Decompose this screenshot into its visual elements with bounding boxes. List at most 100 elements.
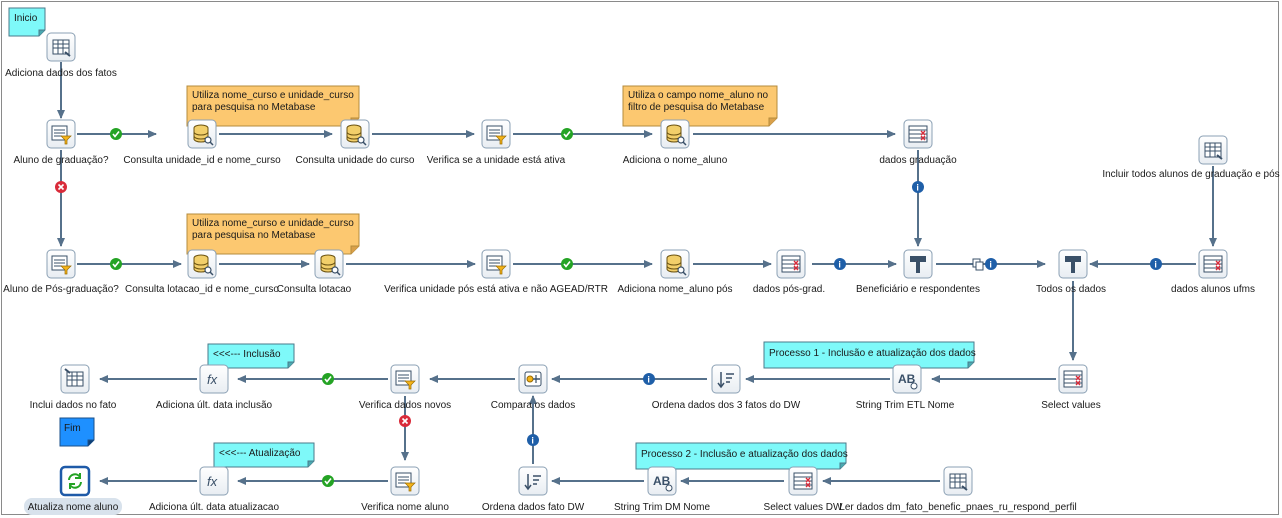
step-string-trim-etl[interactable]: AB: [892, 364, 922, 394]
note-inicio[interactable]: Inicio: [8, 7, 46, 37]
step-string-trim-dm[interactable]: AB: [647, 466, 677, 496]
step-aluno-graduacao[interactable]: [46, 119, 76, 149]
step-inclui-fato[interactable]: [60, 364, 90, 394]
step-todos-dados[interactable]: [1058, 249, 1088, 279]
step-beneficiario[interactable]: [903, 249, 933, 279]
note-atualizacao[interactable]: <<<--- Atualização: [213, 442, 315, 468]
label-atualiza-nome: Atualiza nome aluno: [28, 502, 119, 513]
label-consulta-unidade-id: Consulta unidade_id e nome_curso: [123, 155, 281, 166]
step-select-values-dw[interactable]: [788, 466, 818, 496]
note-fim-text: Fim: [64, 423, 81, 434]
filter-rows-icon: [486, 255, 507, 275]
svg-text:i: i: [916, 183, 919, 193]
note-processo-1[interactable]: Processo 1 - Inclusão e atualização dos …: [763, 341, 976, 369]
table-input-icon: [949, 473, 968, 491]
label-ordena-3-fatos: Ordena dados dos 3 fatos do DW: [652, 400, 801, 411]
step-labels: Adiciona dados dos fatos Aluno de gradua…: [3, 68, 1280, 515]
database-lookup-icon: [346, 124, 367, 146]
svg-text:i: i: [838, 260, 841, 270]
table-input-icon: [52, 39, 71, 57]
filter-rows-icon: [486, 125, 507, 145]
formula-icon: fx: [207, 372, 218, 387]
step-verifica-unidade-pos[interactable]: [481, 249, 511, 279]
label-todos-dados: Todos os dados: [1036, 284, 1106, 295]
database-lookup-icon: [193, 254, 214, 276]
label-adiciona-data-inclusao: Adiciona últ. data inclusão: [156, 400, 273, 411]
sort-rows-icon: [524, 474, 541, 491]
note-metabase-2[interactable]: Utiliza nome_curso e unidade_curso para …: [186, 213, 360, 255]
label-aluno-graduacao: Aluno de graduação?: [13, 155, 109, 166]
note-fim[interactable]: Fim: [59, 417, 95, 447]
note-metabase-1-line1: Utiliza nome_curso e unidade_curso: [192, 90, 354, 101]
table-input-icon: [1204, 142, 1223, 160]
step-consulta-lotacao[interactable]: [314, 249, 344, 279]
label-compara: Compara os dados: [491, 400, 576, 411]
sort-rows-icon: [717, 372, 734, 389]
step-atualiza-nome[interactable]: [59, 465, 91, 497]
step-ler-dados[interactable]: [943, 466, 973, 496]
label-verifica-nome: Verifica nome aluno: [361, 502, 449, 513]
step-incluir-todos[interactable]: [1198, 135, 1228, 165]
label-select-values: Select values: [1041, 400, 1100, 411]
step-adiciona-data-inclusao[interactable]: fx: [199, 364, 229, 394]
label-dados-graduacao: dados graduação: [879, 155, 957, 166]
step-verifica-novos[interactable]: [390, 364, 420, 394]
check-icon: [561, 258, 573, 270]
step-verifica-nome[interactable]: [390, 466, 420, 496]
step-consulta-unidade-id[interactable]: [187, 119, 217, 149]
formula-icon: fx: [207, 474, 218, 489]
copy-rows-icon: [972, 258, 984, 271]
step-ordena-fato-dw[interactable]: [518, 466, 548, 496]
label-string-trim-dm: String Trim DM Nome: [614, 502, 711, 513]
step-adiciona-nome-pos[interactable]: [660, 249, 690, 279]
step-adiciona-data-atualizacao[interactable]: fx: [199, 466, 229, 496]
step-verifica-unidade-ativa[interactable]: [481, 119, 511, 149]
step-dados-pos[interactable]: [776, 249, 806, 279]
step-aluno-pos[interactable]: [46, 249, 76, 279]
label-dados-ufms: dados alunos ufms: [1171, 284, 1255, 295]
label-string-trim-etl: String Trim ETL Nome: [856, 400, 955, 411]
note-nome-aluno-line1: Utiliza o campo nome_aluno no: [628, 90, 769, 101]
compare-rows-icon: [524, 371, 542, 387]
label-adiciona-data-atualizacao: Adiciona últ. data atualizacao: [149, 502, 280, 513]
step-dados-graduacao[interactable]: [903, 119, 933, 149]
note-atualizacao-text: <<<--- Atualização: [219, 448, 301, 459]
step-ordena-3-fatos[interactable]: [711, 364, 741, 394]
note-metabase-2-line2: para pesquisa no Metabase: [192, 230, 316, 241]
label-adiciona-nome-pos: Adiciona nome_aluno pós: [617, 284, 732, 295]
note-processo-2-text: Processo 2 - Inclusão e atualização dos …: [641, 449, 848, 460]
label-select-values-dw: Select values DW: [764, 502, 843, 513]
label-ordena-fato-dw: Ordena dados fato DW: [482, 502, 585, 513]
step-dados-ufms[interactable]: [1198, 249, 1228, 279]
note-inclusao-text: <<<--- Inclusão: [213, 349, 281, 360]
check-icon: [110, 128, 122, 140]
note-processo-1-text: Processo 1 - Inclusão e atualização dos …: [769, 348, 976, 359]
step-adiciona-fatos[interactable]: [46, 32, 76, 62]
database-lookup-icon: [666, 254, 687, 276]
step-compara[interactable]: [518, 364, 548, 394]
svg-text:i: i: [647, 375, 650, 385]
database-lookup-icon: [666, 124, 687, 146]
note-processo-2[interactable]: Processo 2 - Inclusão e atualização dos …: [635, 442, 848, 470]
label-verifica-novos: Verifica dados novos: [359, 400, 451, 411]
merge-rows-icon: [910, 256, 926, 273]
note-nome-aluno[interactable]: Utiliza o campo nome_aluno no filtro de …: [622, 85, 778, 127]
check-icon: [322, 373, 334, 385]
step-consulta-unidade-curso[interactable]: [340, 119, 370, 149]
check-icon: [322, 475, 334, 487]
cross-icon: [55, 181, 67, 193]
check-icon: [110, 258, 122, 270]
string-operations-icon: AB: [898, 372, 918, 390]
step-adiciona-nome-aluno[interactable]: [660, 119, 690, 149]
step-consulta-lotacao-id[interactable]: [187, 249, 217, 279]
info-icon: i: [527, 434, 539, 446]
database-lookup-icon: [193, 124, 214, 146]
select-values-icon: [793, 472, 813, 490]
select-values-icon: [908, 125, 928, 143]
note-inclusao[interactable]: <<<--- Inclusão: [207, 343, 295, 369]
svg-text:i: i: [531, 436, 534, 446]
step-select-values[interactable]: [1058, 364, 1088, 394]
hop-badges: i i i i i i: [55, 128, 1162, 487]
label-verifica-unidade-ativa: Verifica se a unidade está ativa: [427, 155, 566, 166]
